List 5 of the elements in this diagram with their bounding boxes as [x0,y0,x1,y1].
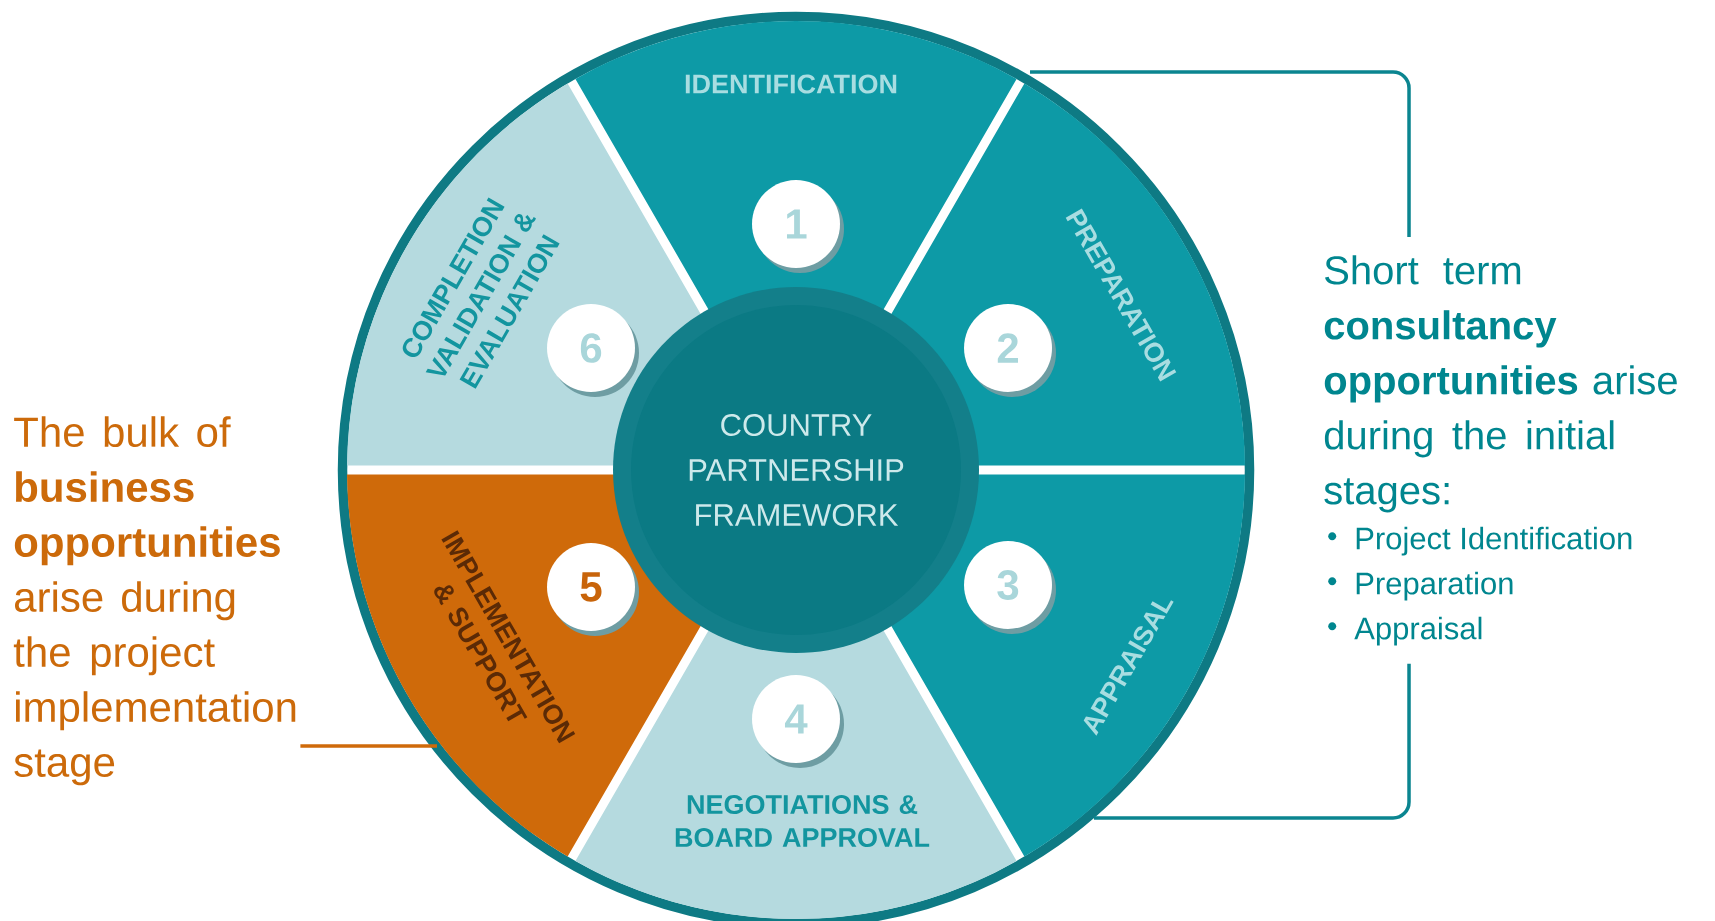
leader-line [300,744,437,748]
bracket-line [1094,663,1411,820]
callout-text: The bulk of business opportunities arise during the project implementation stage [13,416,296,786]
callout-text: Short term consultancy opportunities arise during the initial stages: Project Identification Preparation Appraisal [1324,255,1677,646]
bracket-line [1030,70,1411,237]
